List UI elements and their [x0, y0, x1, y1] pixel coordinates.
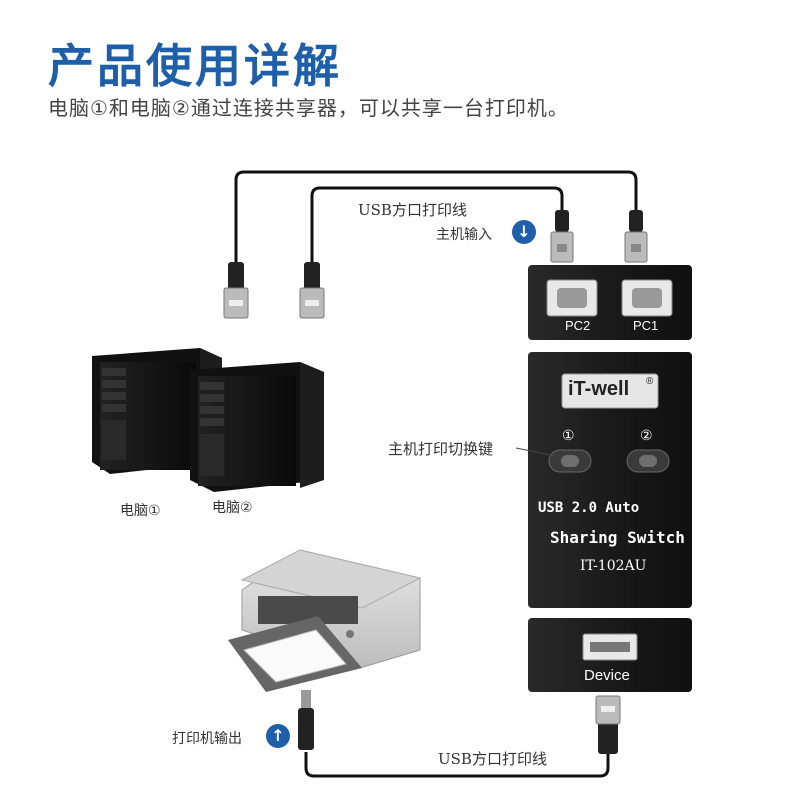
port-label-device: Device [584, 667, 630, 684]
page-title: 产品使用详解 [48, 39, 342, 93]
brand-registered-mark: ® [646, 376, 654, 387]
usb-a-plug-icon [595, 695, 621, 754]
usb-a-plug-icon [299, 262, 325, 319]
printer [228, 549, 422, 692]
label-usb-cable-bottom: USB方口打印线 [438, 750, 547, 768]
page-subtitle: 电脑①和电脑②通过连接共享器，可以共享一台打印机。 [48, 96, 569, 120]
usb-cable-bottom [304, 752, 610, 778]
device-model: IT-102AU [580, 558, 647, 574]
label-host-switch-key: 主机打印切换键 [388, 440, 494, 458]
device-top-block [528, 265, 692, 340]
label-computer-2: 电脑② [212, 500, 253, 516]
device-main-body [528, 352, 692, 608]
usb-b-plug-icon [624, 210, 648, 263]
usb-cable-inner [310, 186, 564, 265]
usb-b-plug-icon [550, 210, 574, 263]
leader-line [515, 447, 557, 457]
label-computer-1: 电脑① [120, 503, 161, 519]
arrow-down-icon: ↓ [512, 220, 536, 244]
brand-logo: iT-well [568, 378, 630, 400]
port-label-pc2: PC2 [565, 318, 591, 333]
port-label-pc1: PC1 [633, 318, 659, 333]
label-usb-cable-top: USB方口打印线 [358, 201, 467, 219]
computer-tower-2 [190, 362, 324, 492]
label-host-input: 主机输入 [436, 227, 492, 243]
arrow-up-icon: ↑ [266, 724, 290, 748]
usb-a-plug-icon [223, 262, 249, 319]
device-text-line1: USB 2.0 Auto [538, 500, 640, 516]
device-text-line2: Sharing Switch [550, 528, 685, 547]
device-bottom-block [528, 618, 692, 692]
label-printer-output: 打印机输出 [172, 731, 242, 747]
button-label-1: ① [562, 428, 575, 444]
button-label-2: ② [640, 428, 653, 444]
usb-b-plug-icon [298, 690, 314, 750]
usb-cable-outer [234, 170, 638, 265]
